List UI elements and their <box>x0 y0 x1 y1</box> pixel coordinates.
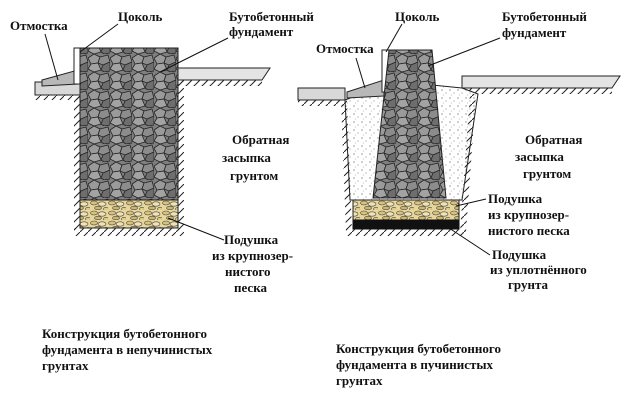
ground-hatch <box>298 100 345 106</box>
trench-wall-hatch <box>74 95 80 232</box>
trench-wall-hatch <box>178 80 184 232</box>
trench-wall-hatch <box>341 100 352 232</box>
base-hatch <box>346 229 466 236</box>
label-foundation: Бутобетонный фундамент <box>502 9 590 40</box>
label-backfill: Обратная засыпка грунтом <box>222 132 293 183</box>
label-foundation: Бутобетонный фундамент <box>229 9 317 39</box>
base-hatch <box>74 228 184 236</box>
ground-hatch <box>35 95 80 100</box>
label-tsokol: Цоколь <box>118 9 163 24</box>
trench-wall-hatch <box>460 94 476 232</box>
ground-surface <box>297 87 346 101</box>
left-caption: Конструкция бутобетонного фундамента в н… <box>42 326 216 373</box>
ground-surface <box>461 75 621 89</box>
compacted-soil-cushion <box>352 219 460 230</box>
right-foundation <box>297 49 621 236</box>
ground-surface <box>177 67 271 81</box>
label-tsokol: Цоколь <box>395 9 440 24</box>
otmostka <box>41 69 79 87</box>
right-caption: Конструкция бутобетонного фундамента в п… <box>336 341 504 388</box>
rubble-concrete-body <box>79 47 179 201</box>
label-otmostka: Отмостка <box>10 18 68 33</box>
label-backfill: Обратная засыпка грунтом <box>515 132 586 181</box>
label-cushion-soil: Подушка из уплотнённого грунта <box>490 247 590 292</box>
rubble-concrete-body <box>372 49 447 199</box>
label-otmostka: Отмостка <box>316 41 374 56</box>
label-cushion: Подушка из крупнозер- нистого песка <box>212 232 296 295</box>
sand-cushion <box>352 199 460 221</box>
otmostka <box>346 79 385 99</box>
left-labels: Отмостка Цоколь Бутобетонный фундамент О… <box>10 9 317 295</box>
sand-cushion <box>79 199 179 229</box>
ground-hatch <box>462 88 612 94</box>
label-cushion-sand: Подушка из крупнозер- нистого песка <box>488 191 572 238</box>
left-foundation <box>34 47 271 236</box>
right-labels: Цоколь Отмостка Бутобетонный фундамент О… <box>316 9 590 292</box>
ground-hatch <box>178 80 262 86</box>
